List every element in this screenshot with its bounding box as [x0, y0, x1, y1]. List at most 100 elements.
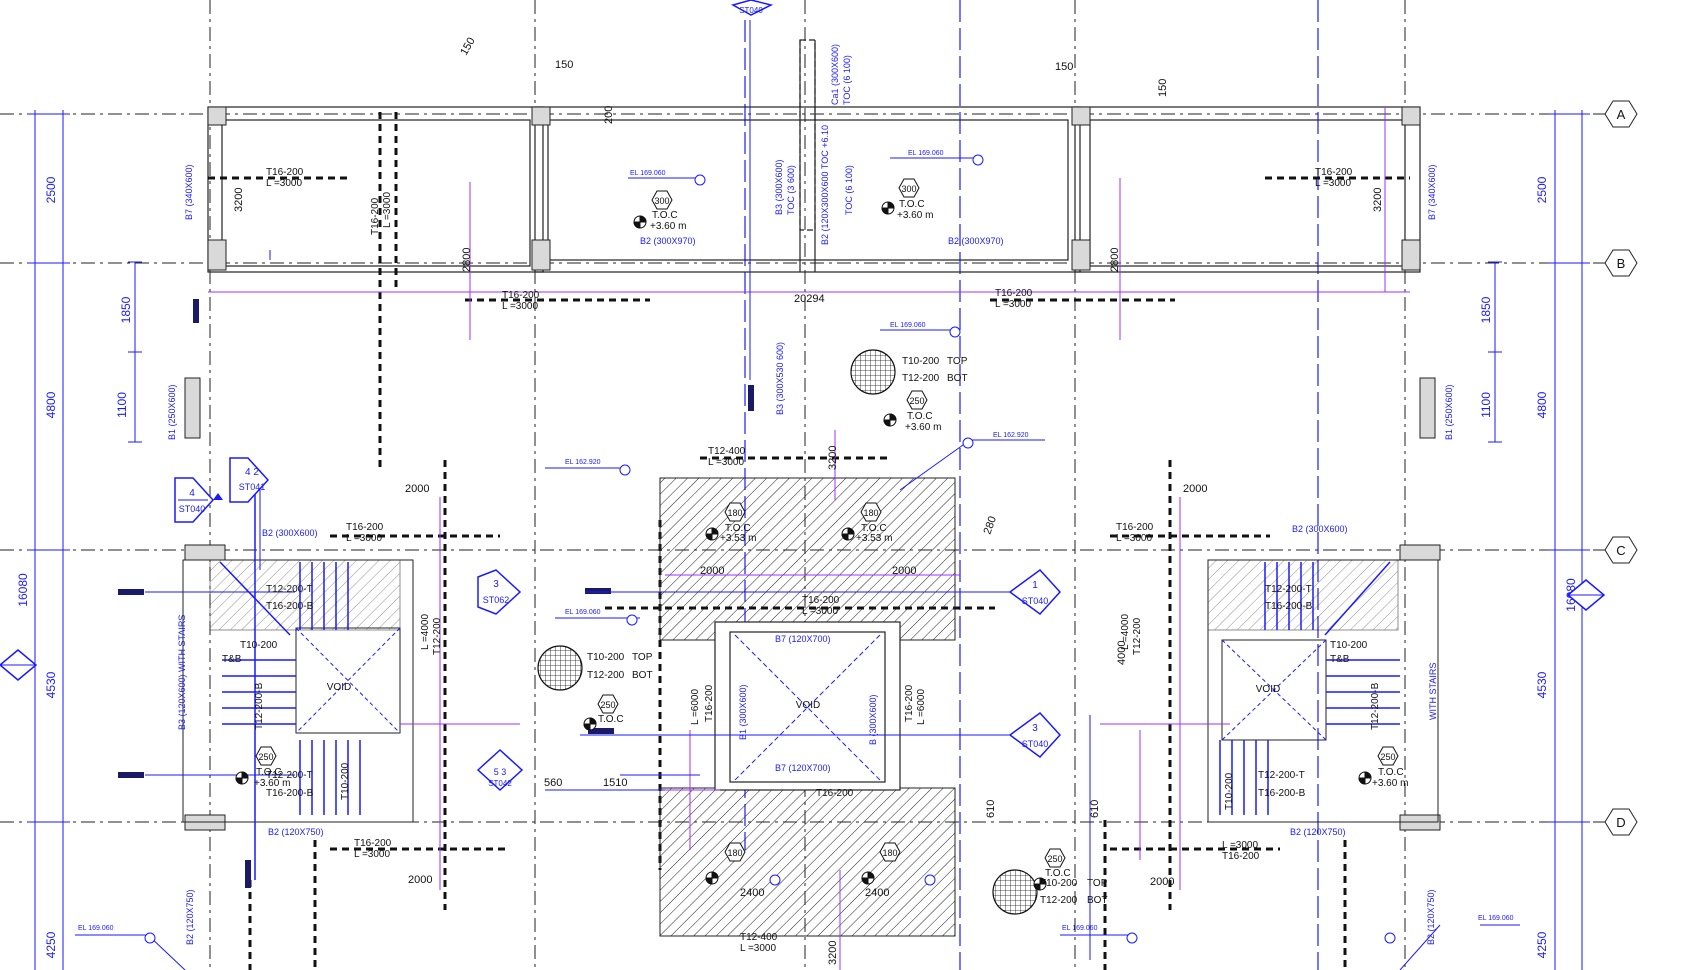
- rebar-l6000-left: L =6000: [690, 689, 701, 725]
- dim-right-1850: 1850: [1479, 296, 1493, 323]
- core-box: [714, 621, 901, 791]
- dim-top-150-1: 150: [458, 36, 478, 58]
- rebar-t16-core-right: T16-200: [904, 684, 915, 722]
- rebar-t16-200-b-left-2: T16-200-B: [266, 788, 314, 799]
- dim-right-2500: 2500: [1535, 176, 1549, 203]
- rebar-t12-200-left: T12-200: [432, 617, 443, 655]
- beam-b1-core: B1 (300X600): [738, 684, 748, 740]
- rebar-callouts: T16-200 L =3000 T16-200 L =3000 T16-200 …: [222, 167, 1381, 954]
- rebar-t16-6: T16-200: [1116, 522, 1154, 533]
- dim-2400-2: 2400: [865, 887, 889, 899]
- dim-top-150-4: 150: [1157, 79, 1169, 97]
- svg-text:5 3: 5 3: [494, 767, 507, 777]
- dim-top-150-2: 150: [555, 59, 573, 71]
- beam-ca1-toc: TOC (6 100): [842, 55, 852, 105]
- bubble-300-a: 300: [654, 196, 669, 206]
- toc-label-9: T.O.C: [1045, 868, 1071, 879]
- el-label-9: EL 169.060: [1478, 915, 1514, 922]
- dim-2400-1: 2400: [740, 887, 764, 899]
- mesh-1-bot-label: BOT: [947, 373, 968, 384]
- dim-3200-left: 3200: [233, 188, 245, 212]
- left-dimension-chain: [28, 110, 142, 970]
- mesh-2-bot: T12-200: [587, 670, 625, 681]
- beam-b2-c-left: B2 (300X600): [262, 528, 318, 538]
- section-marker-6: 5 3 ST042: [476, 748, 524, 792]
- beam-b2-c-right: B2 (300X600): [1292, 524, 1348, 534]
- rebar-t12-400-1: T12-400: [708, 446, 746, 457]
- section-marker-1: 4 ST040: [174, 477, 223, 523]
- beam-b3-lower: B3 (300X530 600): [775, 342, 785, 415]
- rebar-t10-right: T10-200: [1330, 640, 1368, 651]
- svg-text:ST042: ST042: [488, 779, 512, 788]
- grid-bubble-c: C: [1604, 536, 1638, 564]
- beam-b2-bot-right: B2 (120X750): [1426, 889, 1436, 945]
- slab-thickness-bubbles: [255, 178, 1399, 868]
- mesh-3-top-label: TOP: [1087, 878, 1108, 889]
- rebar-l3000-9: L =3000: [354, 849, 390, 860]
- dim-right-4800: 4800: [1535, 391, 1549, 418]
- rebar-t12-200-right: T12-200: [1132, 617, 1143, 655]
- beam-b2-bot-left: B2 (120X750): [185, 889, 195, 945]
- el-label-2: EL 169.060: [908, 150, 944, 157]
- rebar-l3000-1: L =3000: [266, 178, 302, 189]
- rebar-l3000-6: L =3000: [346, 533, 382, 544]
- rebar-l4000-right: L =4000: [1120, 614, 1131, 650]
- beam-b7-core-bot: B7 (120X700): [775, 763, 831, 773]
- dim-left-4800: 4800: [44, 391, 58, 418]
- toc-level-4: +3.53 m: [720, 533, 756, 544]
- rebar-t12-200-t-left-2: T12-200-T: [266, 770, 313, 781]
- svg-text:ST040: ST040: [1022, 739, 1049, 749]
- rebar-t16-core-left: T16-200: [704, 684, 715, 722]
- beam-b7-core-top: B7 (120X700): [775, 634, 831, 644]
- rebar-t16-7: T16-200: [802, 595, 840, 606]
- grid-bubble-d: D: [1604, 808, 1638, 836]
- toc-label-6: T.O.C: [598, 714, 624, 725]
- beam-b3-stairs: B3 (120X600) WITH STAIRS: [177, 615, 187, 730]
- grid-bubble-b: B: [1604, 249, 1638, 277]
- bubble-180-b: 180: [863, 508, 878, 518]
- rebar-t12-200-t-right-2: T12-200-T: [1258, 770, 1305, 781]
- rebar-l3000-10: L =3000: [1222, 840, 1258, 851]
- dim-560: 560: [544, 777, 562, 789]
- annotation-leaders: [75, 20, 1520, 970]
- svg-text:ST040: ST040: [179, 504, 206, 514]
- rebar-t12-400-2: T12-400: [740, 932, 778, 943]
- north-marker-right: [1566, 579, 1606, 611]
- bubble-250-d: 250: [1380, 752, 1395, 762]
- rebar-t16-8: T16-200: [816, 788, 854, 799]
- el-label-1: EL 169.060: [630, 170, 666, 177]
- dim-2000-6: 2000: [1150, 876, 1174, 888]
- beam-b2-d-right: B2 (120X750): [1290, 827, 1346, 837]
- mesh-2-top: T10-200: [587, 652, 625, 663]
- beam-b2-d-left: B2 (120X750): [268, 827, 324, 837]
- top-slab-walls: [207, 39, 1421, 273]
- svg-text:4: 4: [189, 488, 195, 499]
- bubble-300-b: 300: [901, 184, 916, 194]
- dim-610-right: 610: [1089, 800, 1101, 818]
- elevation-targets: [144, 154, 1396, 944]
- dim-3200-bot: 3200: [827, 941, 839, 965]
- dim-left-2500: 2500: [44, 176, 58, 203]
- column-stubs: [184, 106, 1441, 831]
- bubble-250-a: 250: [909, 396, 924, 406]
- toc-level-8: +3.60 m: [1372, 778, 1408, 789]
- beam-b7-right: B7 (340X600): [1427, 164, 1437, 220]
- rebar-t16-vert-1: T16-200: [370, 197, 381, 235]
- dim-right-4250: 4250: [1535, 931, 1549, 958]
- beam-labels: B7 (340X600) B7 (340X600) B1 (250X600) B…: [167, 44, 1454, 945]
- mesh-3-bot: T12-200: [1040, 895, 1078, 906]
- core-x: [734, 634, 881, 781]
- level-markers: [235, 201, 1372, 891]
- dim-left-16080: 16080: [16, 573, 30, 607]
- grid-label-c: C: [1616, 543, 1625, 558]
- bubble-250-c: 250: [258, 752, 273, 762]
- el-label-3: EL 169.060: [890, 322, 926, 329]
- toc-label-2: T.O.C: [899, 199, 925, 210]
- rebar-t12-200-b-vert-right: T12-200-B: [1370, 682, 1381, 730]
- grid-label-d: D: [1616, 815, 1625, 830]
- dim-2000-2: 2000: [1183, 483, 1207, 495]
- rebar-tb-left: T&B: [222, 654, 242, 665]
- rebar-l3000-11: L =3000: [740, 943, 776, 954]
- section-marker-2: 4 2 ST041: [229, 457, 270, 503]
- rebar-t16-200-b-right-2: T16-200-B: [1258, 788, 1306, 799]
